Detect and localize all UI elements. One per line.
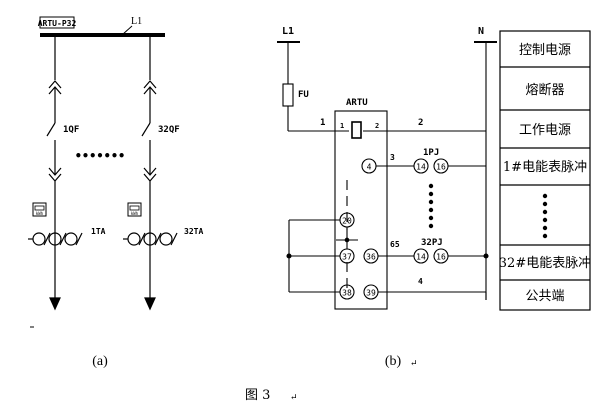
meter-label-32pj: 32PJ [421,238,443,248]
ct-circle-1a [32,232,46,246]
terminal-14-1pj [413,158,429,174]
legend-ellipsis-dots [542,193,548,239]
load-arrow-32 [144,297,156,311]
device-label-artu: ARTU [346,98,368,108]
legend-labels: 控制电源 熔断器 工作电源 1#电能表脉冲 32#电能表脉冲 公共端 [499,43,591,304]
panel-b-return-mark: ↵ [410,358,418,368]
legend-meter-pulse-1: 1#电能表脉冲 [503,160,587,175]
svg-text:kWh: kWh [131,211,139,216]
fuse-label: FU [298,90,309,100]
svg-text:16: 16 [436,253,446,262]
plug-chevron-up-1 [48,80,62,89]
svg-text:1: 1 [340,122,344,130]
breaker-1 [46,122,56,137]
svg-text:2: 2 [375,122,379,130]
kwh-meter-icon-1 [32,202,47,217]
ct-circle-1b [48,232,62,246]
panel-a: ARTU-P32 L1 kWh [28,16,203,328]
plug-chevron-down-1 [48,167,62,176]
wire-label-3: 3 [390,153,395,162]
busbar-leader [121,25,133,36]
kwh-meter-icon-32 [127,202,142,217]
svg-text:kWh: kWh [36,211,44,216]
plug-chevron-up-32 [143,80,157,89]
ct-label-32ta: 32TA [184,227,203,236]
wire-label-1: 1 [320,118,325,128]
meter-label-1pj: 1PJ [423,148,439,158]
supply-l1: L1 [282,26,294,37]
breaker-32 [141,122,151,137]
legend-meter-pulse-32: 32#电能表脉冲 [499,256,591,271]
ct-circle-32b [143,232,157,246]
svg-text:14: 14 [416,163,426,172]
line-label-l1: L1 [131,16,142,27]
ct-label-1ta: 1TA [91,227,106,236]
svg-text:37: 37 [342,253,352,262]
feeder-32: kWh [123,35,178,311]
ct-circle-1c [64,232,78,246]
wire-label-2: 2 [418,118,423,128]
svg-text:36: 36 [366,253,376,262]
feeder-ellipsis: ••••••• [75,149,126,163]
legend-table [499,30,591,311]
supply-n: N [478,26,484,37]
breaker-label-32qf: 32QF [158,125,180,135]
svg-text:14: 14 [416,253,426,262]
panel-a-sublabel: (a) [92,354,108,369]
artu-device-box [334,110,388,310]
caption-return-mark: ↵ [290,393,298,403]
figure-caption: 图 3 [245,388,270,403]
breaker-label-1qf: 1QF [63,125,79,135]
legend-common: 公共端 [525,289,564,304]
legend-working-power: 工作电源 [519,123,571,138]
artu-power-terminal [351,121,362,139]
svg-text:16: 16 [436,163,446,172]
ct-circle-32a [127,232,141,246]
panel-b: L1 FU 1 N 2 ARTU 1 2 4 3 14 16 1PJ [277,26,497,310]
panel-b-sublabel: (b) [385,354,402,369]
ct-circle-32c [159,232,173,246]
svg-text:4: 4 [367,163,372,172]
legend-fuse: 熔断器 [525,83,564,98]
meter-ellipsis-dots [428,183,434,229]
svg-text:38: 38 [342,289,352,298]
terminal-14-32pj [413,248,429,264]
plug-chevron-down-32 [143,167,157,176]
load-arrow-1 [49,297,61,311]
feeder-1: kWh [28,35,83,311]
svg-text:39: 39 [366,289,376,298]
bus-label: ARTU-P32 [38,19,77,28]
legend-control-power: 控制电源 [519,43,571,58]
wire-label-65: 65 [390,240,400,249]
fuse-fu [282,83,294,107]
wire-label-4: 4 [418,277,423,286]
svg-text:20: 20 [342,217,352,226]
bus-label-box [39,16,75,29]
